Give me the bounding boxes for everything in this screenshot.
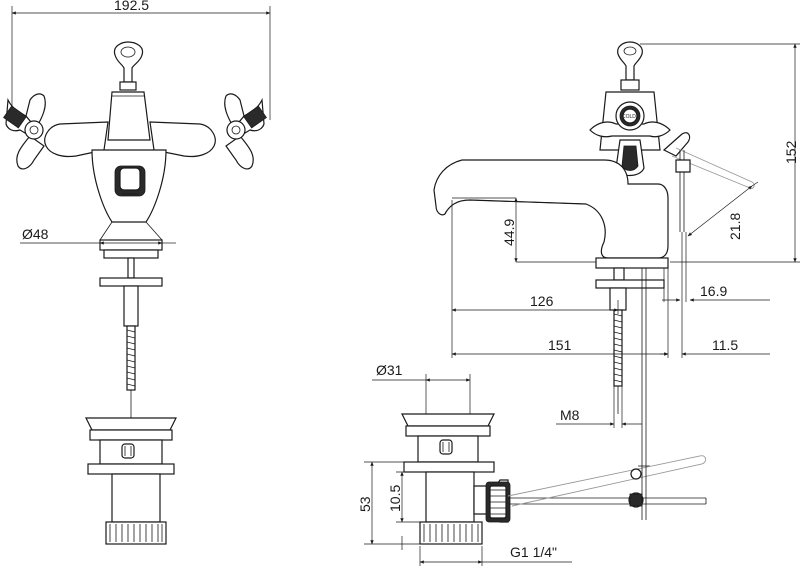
dim-waste-inner: 10.5: [387, 471, 426, 550]
total-reach-label: 151: [548, 337, 572, 353]
side-waste: [401, 413, 511, 545]
dim-handle-offset: 16.9: [662, 232, 770, 302]
side-body: COLD: [589, 91, 671, 177]
mixer-body: [44, 91, 216, 259]
dim-total-reach: 151: [451, 268, 669, 358]
pivot-rod: [507, 455, 707, 520]
waste-inner-label: 10.5: [387, 485, 403, 512]
front-waste: [85, 417, 177, 545]
front-view: 192.5: [3, 0, 271, 545]
right-cross-handle: [224, 93, 267, 170]
spout-reach-label: 126: [530, 293, 554, 309]
lever-length-label: 21.8: [727, 213, 743, 240]
waste-height-label: 53: [357, 496, 373, 512]
side-top-handle: [617, 41, 643, 91]
dim-thread-size: M8: [556, 386, 642, 428]
top-handle: [113, 41, 144, 91]
waste-thread-label: G1 1/4": [510, 544, 557, 560]
dim-waste-thread: G1 1/4": [419, 544, 572, 566]
dim-rear-offset: 11.5: [660, 232, 770, 358]
dim-spout-reach: 126: [451, 200, 619, 358]
dim-lever-length: 21.8: [687, 181, 759, 240]
dim-spout-height: 44.9: [452, 197, 596, 263]
handle-offset-label: 16.9: [700, 283, 727, 299]
dim-base-diameter: Ø48: [20, 226, 176, 245]
dim-waste-height: 53: [357, 461, 420, 545]
handle-badge-text: COLD: [622, 114, 636, 120]
overall-width-label: 192.5: [114, 0, 149, 13]
left-cross-handle: [3, 93, 46, 170]
dim-waste-diameter: Ø31: [372, 362, 471, 414]
rear-offset-label: 11.5: [712, 337, 738, 353]
base-diameter-label: Ø48: [22, 226, 49, 242]
side-fixing: [595, 267, 665, 467]
front-fixing: [99, 257, 163, 418]
overall-height-label: 152: [783, 140, 799, 164]
thread-size-label: M8: [560, 407, 580, 423]
waste-diameter-label: Ø31: [376, 362, 403, 378]
side-view: 152 COLD: [357, 41, 800, 566]
dim-overall-width: 192.5: [11, 0, 271, 120]
dim-overall-height: 152: [640, 43, 800, 263]
spout-height-label: 44.9: [501, 219, 517, 246]
side-spout: [433, 159, 669, 269]
